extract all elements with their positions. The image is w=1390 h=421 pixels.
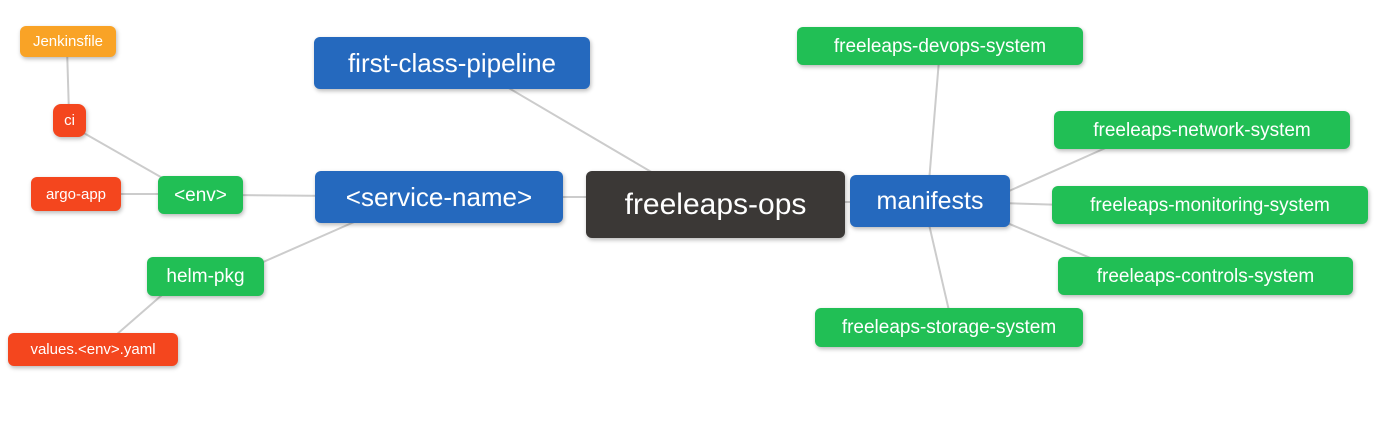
node-freeleaps-devops-system[interactable]: freeleaps-devops-system xyxy=(797,27,1083,65)
edge-jenkinsfile--ci xyxy=(66,47,70,115)
node-first-class-pipeline[interactable]: first-class-pipeline xyxy=(314,37,590,89)
node-jenkinsfile[interactable]: Jenkinsfile xyxy=(20,26,116,57)
node-freeleaps-ops[interactable]: freeleaps-ops xyxy=(586,171,845,238)
edge-freeleaps-devops-system--manifests xyxy=(928,59,940,183)
node-freeleaps-controls-system[interactable]: freeleaps-controls-system xyxy=(1058,257,1353,295)
node-env[interactable]: <env> xyxy=(158,176,243,214)
edge-service-name--helm-pkg xyxy=(244,214,371,271)
edge-first-class-pipeline--freeleaps-ops xyxy=(494,79,666,181)
node-freeleaps-storage-system[interactable]: freeleaps-storage-system xyxy=(815,308,1083,347)
node-freeleaps-network-system[interactable]: freeleaps-network-system xyxy=(1054,111,1350,149)
edge-manifests--freeleaps-controls-system xyxy=(999,219,1101,263)
node-values-env-yaml[interactable]: values.<env>.yaml xyxy=(8,333,178,366)
node-ci[interactable]: ci xyxy=(53,104,86,137)
node-argo-app[interactable]: argo-app xyxy=(31,177,121,211)
edge-manifests--freeleaps-storage-system xyxy=(927,219,951,316)
node-service-name[interactable]: <service-name> xyxy=(315,171,563,223)
node-manifests[interactable]: manifests xyxy=(850,175,1010,227)
edge-manifests--freeleaps-network-system xyxy=(999,145,1111,196)
node-freeleaps-monitoring-system[interactable]: freeleaps-monitoring-system xyxy=(1052,186,1368,224)
node-helm-pkg[interactable]: helm-pkg xyxy=(147,257,264,296)
